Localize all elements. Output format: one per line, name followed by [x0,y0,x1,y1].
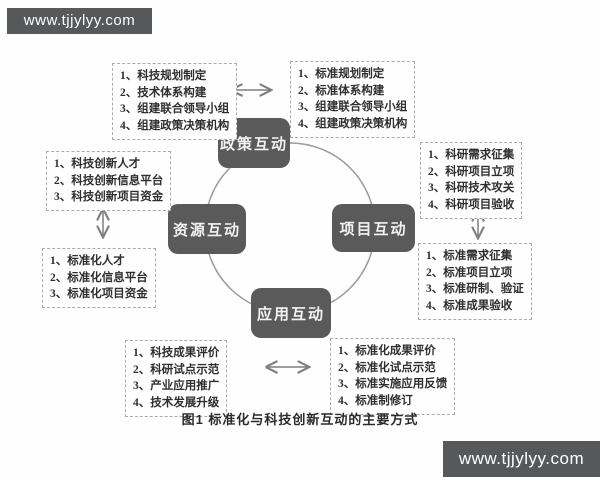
list-item: 2、标准化试点示范 [338,361,436,374]
list-item: 1、标准规划制定 [298,68,385,80]
box-project-tech: 1、科研需求征集 2、科研项目立项 3、科研技术攻关 4、科研项目验收 [420,142,523,219]
box-resource-standard: 1、标准化人才 2、标准化信息平台 3、标准化项目资金 [42,248,156,309]
list-item: 2、科研项目立项 [428,165,515,178]
list-item: 2、标准项目立项 [426,266,513,279]
list-item: 4、标准成果验收 [426,300,513,313]
list-item: 3、标准研制、验证 [426,283,524,296]
box-application-tech: 1、科技成果评价 2、科研试点示范 3、产业应用推广 4、技术发展升级 [125,340,228,417]
watermark-top-left: www.tjjylyy.com [7,8,152,34]
box-resource-tech: 1、科技创新人才 2、科技创新信息平台 3、科技创新项目资金 [46,151,172,212]
node-resource-interaction: 资源互动 [168,204,246,254]
list-item: 2、标准体系构建 [298,84,385,97]
list-item: 1、科技创新人才 [54,158,141,170]
list-item: 3、产业应用推广 [133,380,220,393]
node-application-interaction: 应用互动 [251,288,331,338]
list-item: 2、科研试点示范 [133,363,220,376]
list-item: 1、标准需求征集 [426,250,513,262]
list-item: 1、标准化人才 [50,255,125,267]
watermark-bottom-right: www.tjjylyy.com [443,441,600,477]
box-policy-tech: 1、科技规划制定 2、技术体系构建 3、组建联合领导小组 4、组建政策决策机构 [112,63,238,140]
list-item: 1、科研需求征集 [428,149,515,161]
list-item: 4、组建政策决策机构 [120,120,230,133]
figure-caption: 图1 标准化与科技创新互动的主要方式 [181,412,419,427]
list-item: 1、标准化成果评价 [338,345,436,357]
list-item: 3、科研技术攻关 [428,182,515,195]
box-application-standard: 1、标准化成果评价 2、标准化试点示范 3、标准实施应用反馈 4、标准制修订 [330,338,456,415]
box-policy-standard: 1、标准规划制定 2、标准体系构建 3、组建联合领导小组 4、组建政策决策机构 [290,61,416,138]
list-item: 2、标准化信息平台 [50,271,148,284]
list-item: 1、科技规划制定 [120,70,207,82]
list-item: 4、组建政策决策机构 [298,118,408,131]
list-item: 2、科技创新信息平台 [54,174,164,187]
list-item: 4、科研项目验收 [428,199,515,212]
list-item: 3、科技创新项目资金 [54,191,164,204]
list-item: 3、组建联合领导小组 [120,103,230,116]
list-item: 2、技术体系构建 [120,86,207,99]
list-item: 1、科技成果评价 [133,347,220,359]
list-item: 3、标准实施应用反馈 [338,378,448,391]
list-item: 3、标准化项目资金 [50,288,148,301]
list-item: 3、组建联合领导小组 [298,101,408,114]
box-project-standard: 1、标准需求征集 2、标准项目立项 3、标准研制、验证 4、标准成果验收 [418,243,532,320]
node-project-interaction: 项目互动 [332,204,415,252]
list-item: 4、技术发展升级 [133,397,220,410]
list-item: 4、标准制修订 [338,395,413,408]
